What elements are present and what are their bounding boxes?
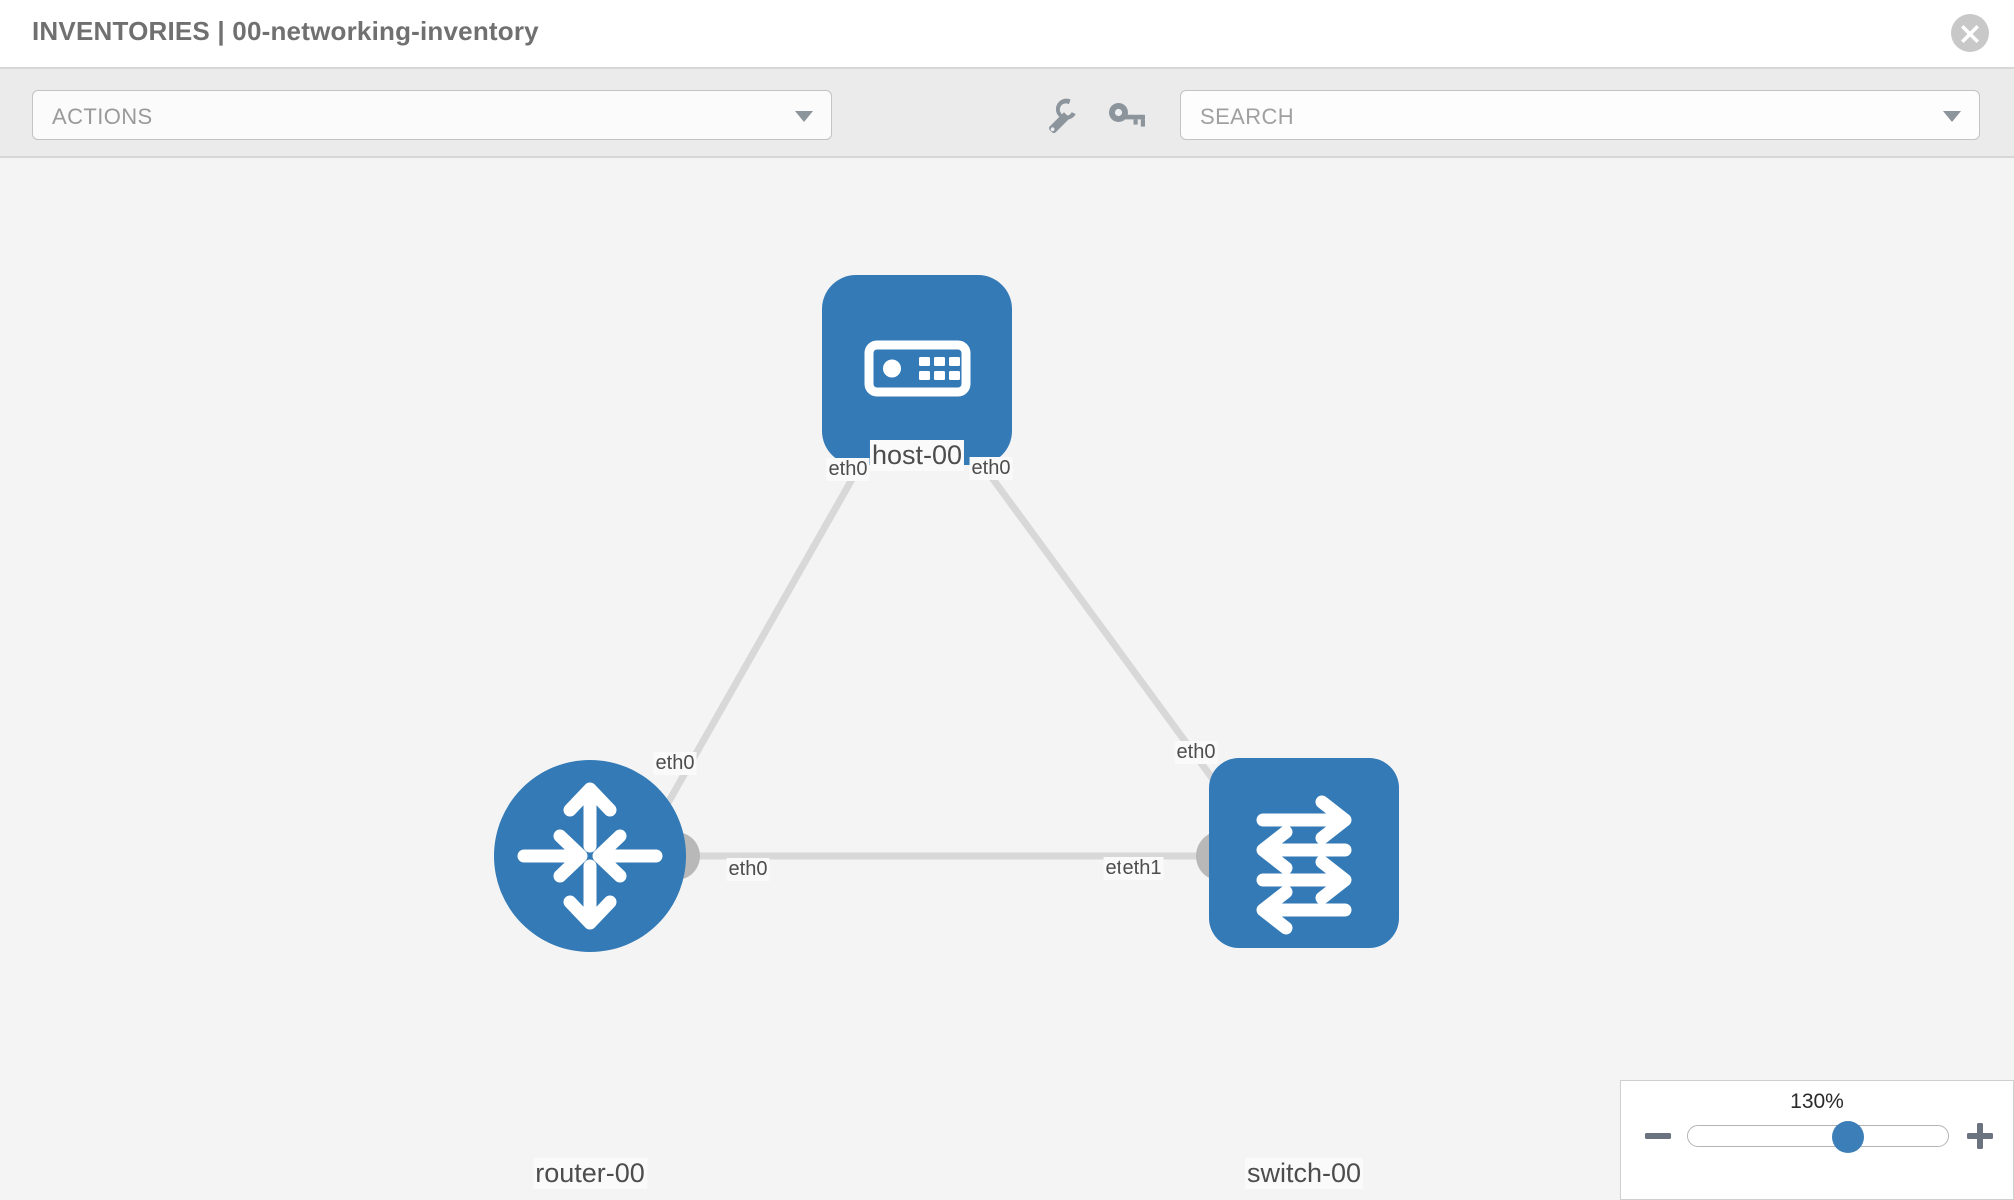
page-title: INVENTORIES | 00-networking-inventory [32,16,539,46]
actions-dropdown[interactable]: ACTIONS [32,90,832,140]
node-label-router-00: router-00 [533,1158,647,1189]
node-router-00[interactable] [494,760,686,952]
topology-links [644,427,1248,860]
chevron-down-icon [1943,111,1961,122]
iface-label-host-right: eth0 [969,457,1013,480]
credentials-key-button[interactable] [1103,93,1149,137]
zoom-slider-track[interactable] [1687,1121,1949,1153]
search-input[interactable]: SEARCH [1180,90,1980,140]
zoom-out-icon [1645,1133,1671,1139]
iface-label-switch-up: eth0 [1174,741,1218,764]
node-host-00[interactable] [822,275,1012,465]
zoom-out-button[interactable] [1641,1119,1675,1153]
wrench-icon [1049,98,1076,134]
node-switch-00[interactable] [1209,758,1399,948]
toolbar: ACTIONS [0,69,2014,158]
router-arrows-icon [517,782,663,930]
zoom-in-icon [1967,1123,1993,1149]
iface-label-router-up: eth0 [653,752,697,775]
link-host-router[interactable] [644,428,884,840]
node-label-switch-00: switch-00 [1244,1158,1364,1189]
switch-arrows-icon [1256,795,1352,935]
search-placeholder: SEARCH [1200,104,1295,129]
topology-canvas[interactable]: host-00 router-00 switch-00 eth0 eth0 et… [0,158,2014,1200]
chevron-down-icon [795,111,813,122]
actions-dropdown-label: ACTIONS [52,104,153,129]
zoom-control-panel: 130% [1620,1080,2014,1200]
iface-label-router-right: eth0 [726,858,770,881]
close-button[interactable] [1951,14,1989,52]
server-icon [864,340,971,397]
settings-wrench-button[interactable] [1039,93,1085,137]
key-icon [1109,103,1145,127]
page-header: INVENTORIES | 00-networking-inventory [0,0,2014,69]
topology-graph [494,275,1399,952]
zoom-percent-label: 130% [1790,1090,1844,1113]
zoom-in-button[interactable] [1963,1119,1997,1153]
node-label-host-00: host-00 [869,440,965,471]
zoom-slider-thumb[interactable] [1831,1121,1864,1153]
close-icon [1961,25,1979,43]
link-host-switch[interactable] [954,427,1248,826]
iface-label-host-left: eth0 [826,458,870,481]
iface-label-switch-left-eth1: eth1 [1120,857,1164,880]
